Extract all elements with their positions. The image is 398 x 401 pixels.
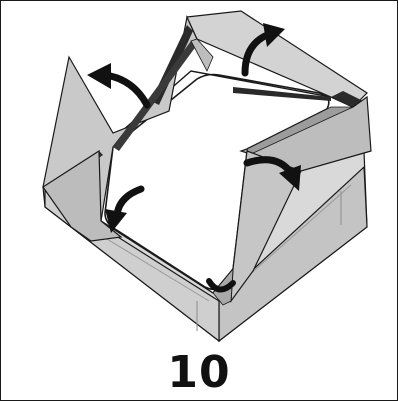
top-left-flap-arrow — [87, 63, 147, 105]
folding-box-illustration — [1, 1, 397, 347]
step-number: 10 — [1, 347, 397, 399]
